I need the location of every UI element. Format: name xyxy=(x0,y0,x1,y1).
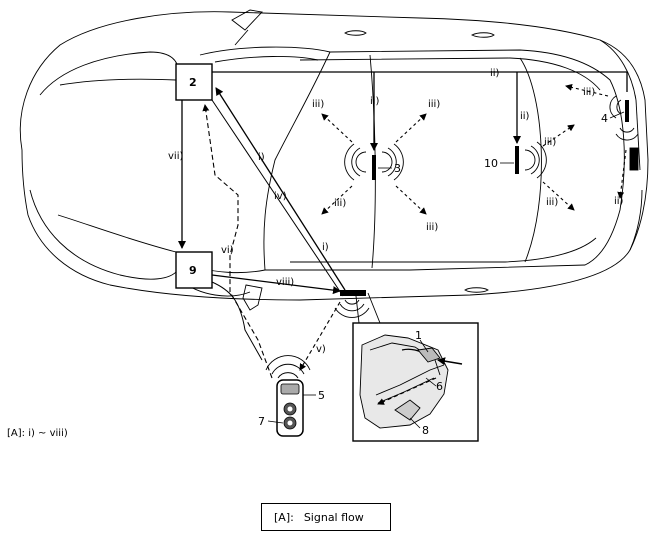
signal-label-ii-antenna-4: ii) xyxy=(614,196,624,207)
antenna-4: 4 xyxy=(565,83,639,199)
legend-box: [A]: Signal flow xyxy=(261,503,391,531)
key-fob: 5 7 xyxy=(258,355,325,437)
signal-label-iii-3: iii) xyxy=(334,198,346,209)
label-component-7: 7 xyxy=(258,415,265,428)
signal-label-iii-4: iii) xyxy=(426,222,438,233)
label-component-2: 2 xyxy=(189,76,197,89)
label-component-5: 5 xyxy=(318,389,325,402)
label-component-6: 6 xyxy=(436,380,443,393)
label-component-8: 8 xyxy=(422,424,429,437)
legend-tag: [A]: xyxy=(274,510,294,524)
signal-label-i-right: i) xyxy=(322,242,329,253)
signal-label-ii-antenna-10: ii) xyxy=(520,111,530,122)
controller-box-9: 9 xyxy=(175,251,213,289)
label-component-1: 1 xyxy=(415,329,422,342)
signal-lines xyxy=(178,71,628,379)
signal-label-iii-5: iii) xyxy=(544,137,556,148)
signal-range-note: [A]: i) ~ viii) xyxy=(7,428,68,439)
signal-labels: ii) ii) ii) ii) iii) iii) iii) iii) iii)… xyxy=(168,68,624,355)
controller-box-2: 2 xyxy=(175,63,213,101)
label-component-3: 3 xyxy=(394,162,401,175)
signal-label-vi: vi) xyxy=(221,245,234,256)
signal-label-iii-1: iii) xyxy=(312,99,324,110)
door-handle-antenna xyxy=(334,290,370,318)
antenna-10: 10 xyxy=(484,124,575,211)
signal-label-iii-6: iii) xyxy=(546,197,558,208)
signal-label-vii: vii) xyxy=(168,151,183,162)
signal-label-ii-bus: ii) xyxy=(490,68,500,79)
car-outline xyxy=(19,9,649,311)
signal-label-iii-7: iii) xyxy=(583,87,595,98)
door-handle-detail: 1 6 8 xyxy=(352,322,479,442)
label-component-4: 4 xyxy=(601,112,608,125)
label-component-9: 9 xyxy=(189,264,197,277)
signal-label-i-left: i) xyxy=(258,152,265,163)
antenna-3: 3 xyxy=(321,113,427,215)
legend-text: Signal flow xyxy=(303,510,364,524)
signal-label-ii-antenna-3: ii) xyxy=(370,96,380,107)
signal-label-iv: iv) xyxy=(274,191,287,202)
signal-label-viii: viii) xyxy=(276,277,294,288)
signal-label-v: v) xyxy=(316,344,326,355)
label-component-10: 10 xyxy=(484,157,498,170)
signal-label-iii-2: iii) xyxy=(428,99,440,110)
